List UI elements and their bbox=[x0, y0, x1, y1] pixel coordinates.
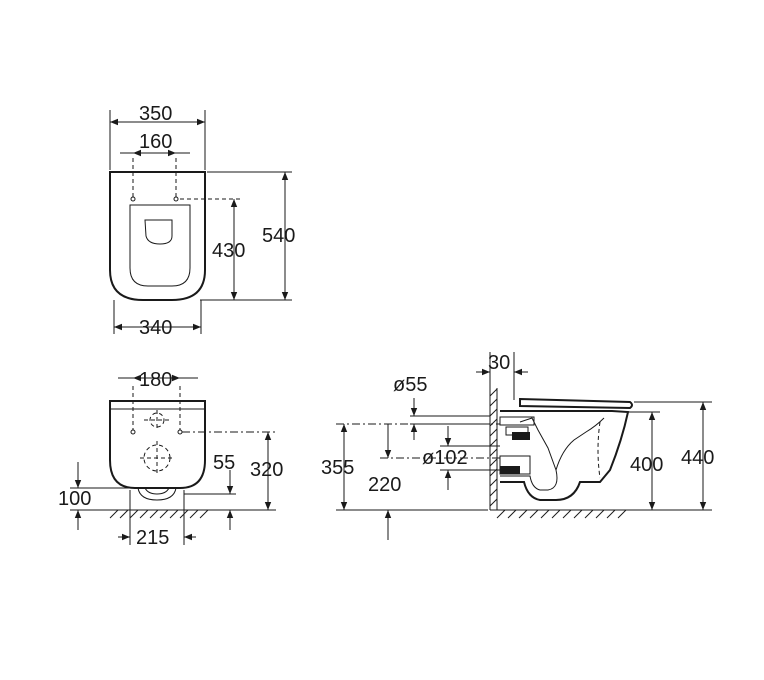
floor-hatch-side bbox=[496, 509, 627, 519]
side-view: 30 ø55 355 ø102 220 400 440 bbox=[321, 352, 714, 540]
dim-width-outer: 350 bbox=[139, 103, 172, 125]
bowl-body-side bbox=[500, 410, 630, 501]
dim-length-total: 540 bbox=[262, 225, 295, 247]
inlet-fitting bbox=[499, 416, 535, 426]
rear-view: 180 100 215 bbox=[58, 369, 283, 549]
seat-opening-top bbox=[129, 204, 191, 287]
fixing-point-left bbox=[130, 196, 136, 202]
dim-fixing-spacing: 160 bbox=[139, 131, 172, 153]
dim-floor-to-fixing: 320 bbox=[250, 459, 283, 481]
dim-seat-height: 440 bbox=[681, 447, 714, 469]
top-view: 350 160 340 430 540 bbox=[109, 103, 295, 339]
inner-bowl-top bbox=[144, 219, 173, 245]
dim-inlet-diameter: ø55 bbox=[393, 374, 427, 396]
fixing-point-right bbox=[173, 196, 179, 202]
outlet-rear bbox=[137, 487, 177, 501]
floor-hatch-rear bbox=[109, 509, 209, 519]
dim-wall-gap: 30 bbox=[488, 352, 510, 374]
dim-outlet-offset: 55 bbox=[213, 452, 235, 474]
dim-width-inner: 340 bbox=[139, 317, 172, 339]
dim-outlet-spacing: 215 bbox=[136, 527, 169, 549]
bowl-outline-top bbox=[109, 171, 206, 301]
dim-inlet-height: 355 bbox=[321, 457, 354, 479]
bowl-outline-rear bbox=[109, 400, 206, 489]
dim-outlet-height: 220 bbox=[368, 474, 401, 496]
dim-fixing-to-front: 430 bbox=[212, 240, 245, 262]
seat-side bbox=[519, 397, 633, 410]
dim-rim-height: 400 bbox=[630, 454, 663, 476]
wall-hatch bbox=[489, 388, 498, 507]
dim-floor-to-outlet: 100 bbox=[58, 488, 91, 510]
dim-inlet-spacing: 180 bbox=[139, 369, 172, 391]
